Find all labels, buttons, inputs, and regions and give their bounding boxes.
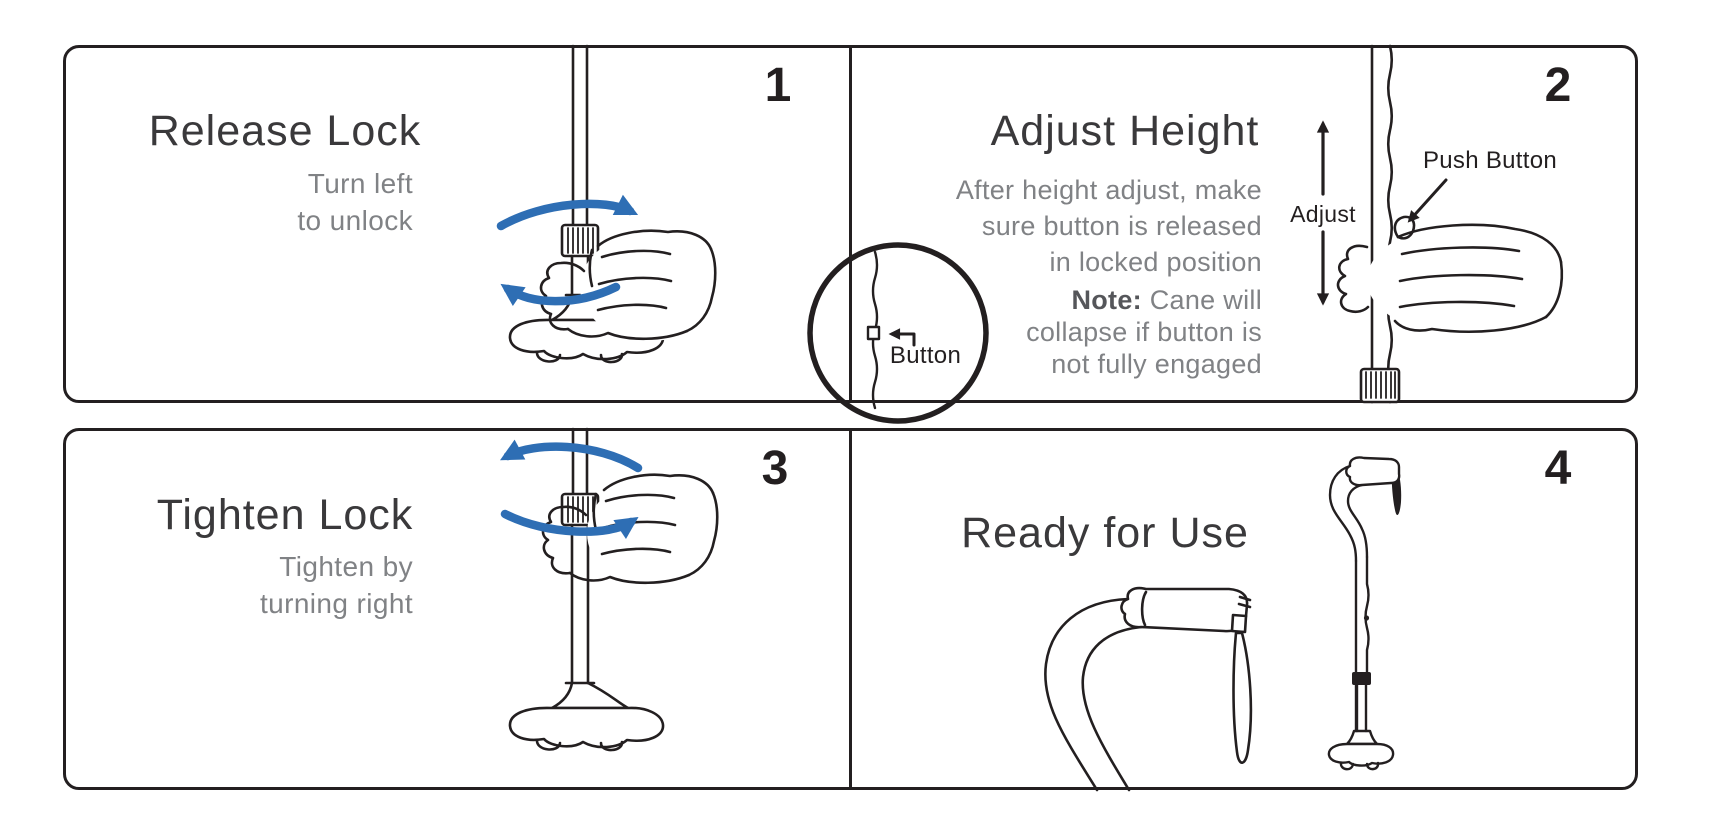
adjust-label: Adjust (1290, 201, 1356, 227)
step-subtitle-1: Turn left to unlock (297, 168, 413, 236)
step-subtitle-3: Tighten by turning right (259, 551, 413, 619)
divider-bottom-row (849, 428, 852, 790)
divider-top-row (849, 45, 852, 403)
step-number-3: 3 (761, 442, 789, 495)
step-title-release-lock: Release Lock (148, 107, 422, 155)
button-label: Button (889, 342, 962, 369)
step-number-2: 2 (1544, 59, 1572, 112)
note-label: Note: (1071, 285, 1142, 315)
step2-note-text: Note: Cane will collapse if button is no… (1026, 285, 1262, 379)
step-number-1: 1 (764, 59, 792, 112)
step-title-tighten-lock: Tighten Lock (156, 491, 414, 539)
step2-body-text: After height adjust, make sure button is… (955, 175, 1262, 277)
step-title-adjust-height: Adjust Height (990, 107, 1260, 155)
step-title-ready-for-use: Ready for Use (961, 509, 1249, 557)
step-number-4: 4 (1544, 442, 1572, 495)
push-button-label: Push Button (1422, 147, 1558, 174)
